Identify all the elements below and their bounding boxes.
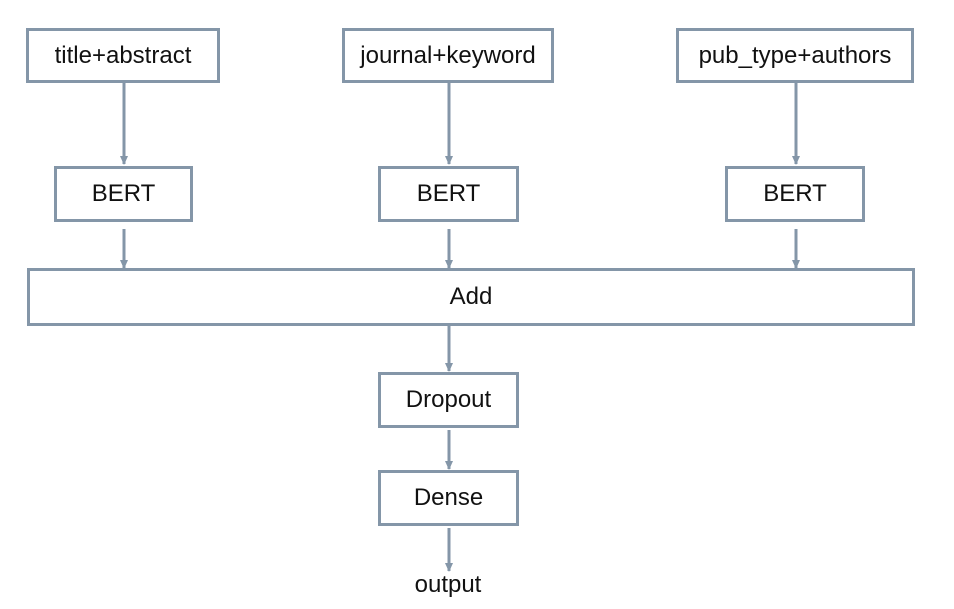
input-box-journal-keyword: journal+keyword xyxy=(342,28,554,83)
bert-box-1: BERT xyxy=(54,166,193,222)
dense-box: Dense xyxy=(378,470,519,526)
input-box-pub-type-authors: pub_type+authors xyxy=(676,28,914,83)
output-label: output xyxy=(414,571,482,598)
dropout-box: Dropout xyxy=(378,372,519,428)
add-box: Add xyxy=(27,268,915,326)
bert-box-2: BERT xyxy=(378,166,519,222)
bert-box-3: BERT xyxy=(725,166,865,222)
input-box-title-abstract: title+abstract xyxy=(26,28,220,83)
